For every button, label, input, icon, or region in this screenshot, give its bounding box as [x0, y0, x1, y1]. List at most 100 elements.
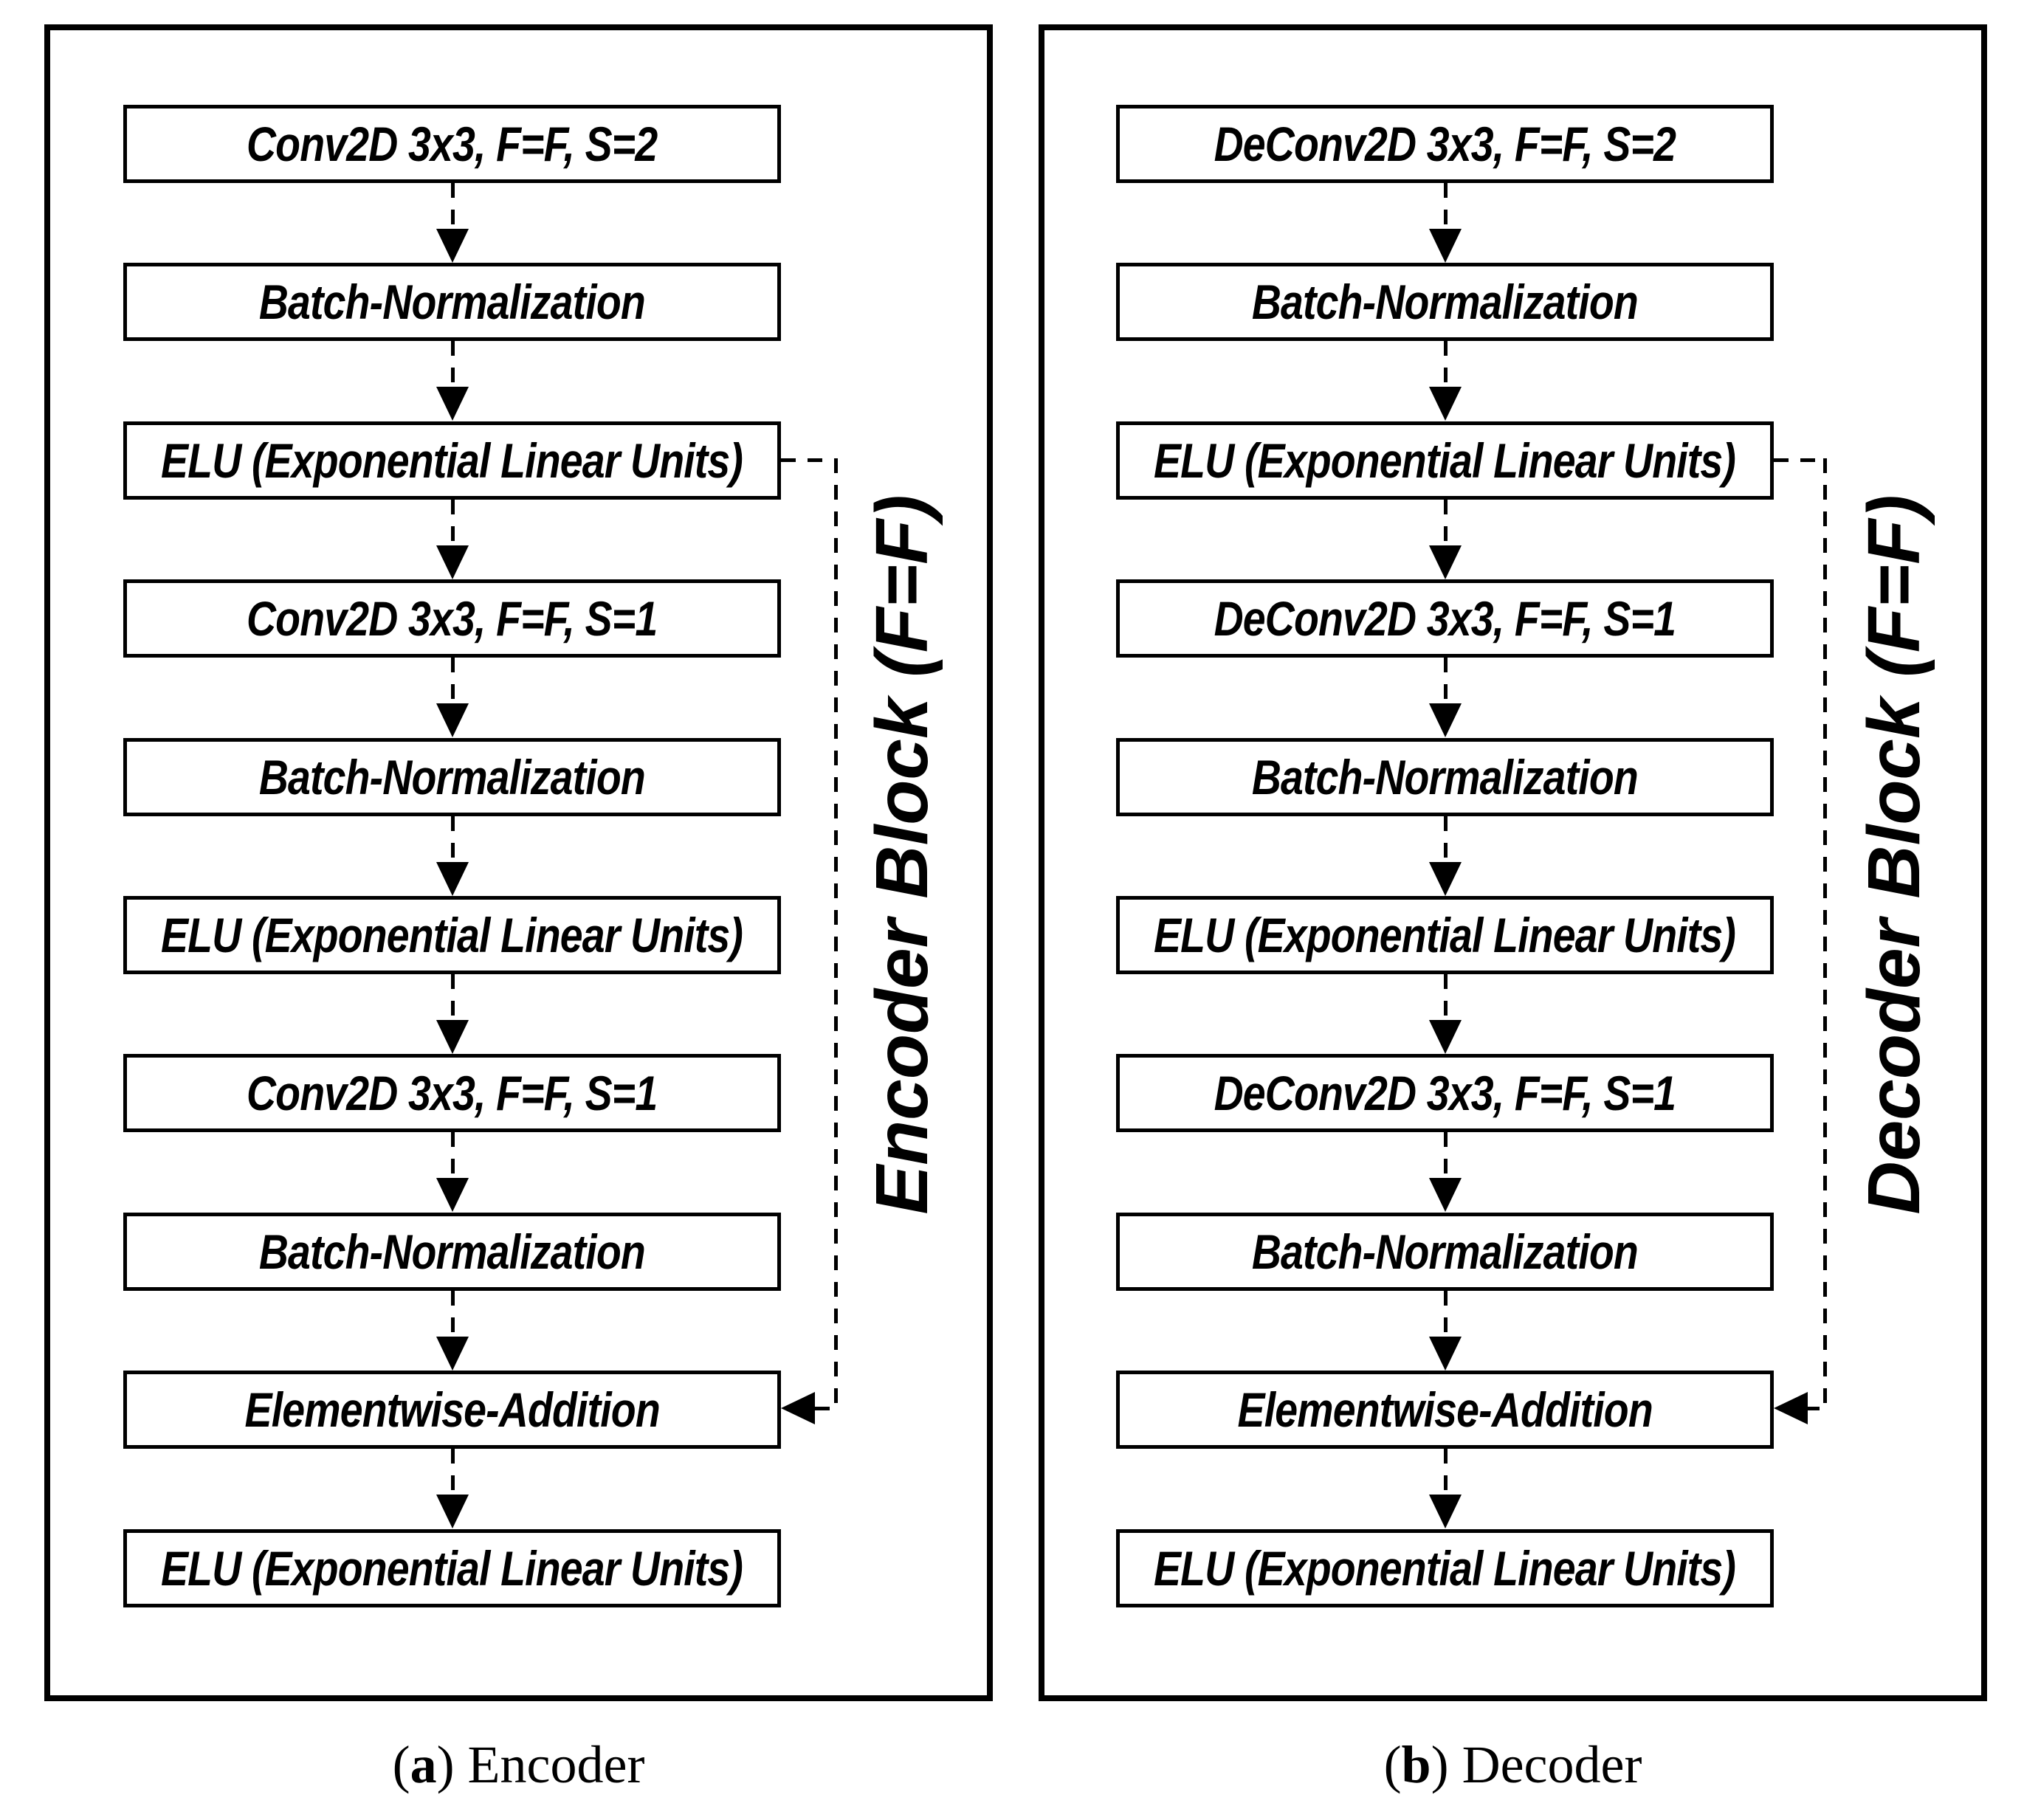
flow-box: Batch-Normalization [123, 263, 781, 341]
arrow-down-icon [1429, 1337, 1462, 1371]
arrow-down-icon [1429, 1020, 1462, 1054]
flow-box: ELU (Exponential Linear Units) [1116, 896, 1774, 974]
flow-box: ELU (Exponential Linear Units) [1116, 421, 1774, 500]
arrow-down-icon [436, 1495, 469, 1528]
flow-arrow [436, 1132, 469, 1212]
arrow-shaft [451, 816, 455, 865]
arrow-down-icon [436, 387, 469, 421]
arrow-down-icon [1429, 387, 1462, 421]
arrow-shaft [1444, 1449, 1448, 1497]
arrow-down-icon [1429, 1495, 1462, 1528]
skip-connection-line [781, 458, 837, 462]
arrow-shaft [451, 500, 455, 548]
flow-arrow [1429, 816, 1462, 896]
arrow-shaft [1444, 816, 1448, 865]
flow-box: Batch-Normalization [1116, 263, 1774, 341]
flow-arrow [436, 658, 469, 737]
flow-box: DeConv2D 3x3, F=F, S=2 [1116, 105, 1774, 183]
flow-box: Conv2D 3x3, F=F, S=1 [123, 579, 781, 658]
arrow-shaft [1444, 974, 1448, 1023]
arrow-shaft [1444, 500, 1448, 548]
flow-box-label: Elementwise-Addition [1237, 1382, 1653, 1437]
arrow-shaft [1444, 1132, 1448, 1181]
arrow-shaft [451, 1132, 455, 1181]
arrow-shaft [1444, 341, 1448, 390]
flow-arrow [1429, 658, 1462, 737]
flow-box-label: ELU (Exponential Linear Units) [1154, 1541, 1737, 1596]
decoder-caption: (b) Decoder [1383, 1735, 1642, 1794]
arrow-left-icon [781, 1392, 815, 1424]
flow-box-label: Batch-Normalization [1251, 1224, 1639, 1279]
arrow-shaft [451, 341, 455, 390]
arrow-down-icon [1429, 862, 1462, 896]
flow-arrow [436, 341, 469, 421]
flow-box-label: Batch-Normalization [1251, 750, 1639, 804]
skip-connection-line [815, 1407, 837, 1410]
flow-arrow [436, 974, 469, 1054]
flow-box: ELU (Exponential Linear Units) [123, 896, 781, 974]
arrow-down-icon [436, 545, 469, 579]
flow-box: Elementwise-Addition [1116, 1371, 1774, 1449]
skip-connection-line [1823, 458, 1827, 1410]
flow-arrow [1429, 1132, 1462, 1212]
flow-arrow [436, 816, 469, 896]
arrow-down-icon [436, 1337, 469, 1371]
flow-box: Batch-Normalization [123, 1213, 781, 1291]
flow-box: Batch-Normalization [1116, 738, 1774, 816]
flow-arrow [436, 500, 469, 579]
flow-box: Conv2D 3x3, F=F, S=2 [123, 105, 781, 183]
caption-letter: b [1401, 1735, 1431, 1794]
arrow-down-icon [436, 1178, 469, 1212]
caption-text: Encoder [467, 1735, 645, 1794]
flow-box: ELU (Exponential Linear Units) [123, 421, 781, 500]
flow-arrow [436, 1449, 469, 1528]
flow-box: ELU (Exponential Linear Units) [1116, 1529, 1774, 1607]
arrow-down-icon [436, 229, 469, 263]
arrow-shaft [451, 1449, 455, 1497]
skip-connection-line [1805, 1407, 1827, 1410]
flow-box-label: ELU (Exponential Linear Units) [161, 908, 744, 962]
arrow-shaft [451, 1291, 455, 1340]
flow-arrow [1429, 341, 1462, 421]
flow-box-label: DeConv2D 3x3, F=F, S=1 [1214, 1066, 1676, 1120]
arrow-shaft [1444, 658, 1448, 706]
arrow-shaft [1444, 183, 1448, 232]
flow-arrow [1429, 183, 1462, 263]
flow-box: Batch-Normalization [123, 738, 781, 816]
flow-box: ELU (Exponential Linear Units) [123, 1529, 781, 1607]
flow-arrow [436, 183, 469, 263]
arrow-shaft [1444, 1291, 1448, 1340]
flow-arrow [1429, 974, 1462, 1054]
flow-box-label: Batch-Normalization [258, 1224, 646, 1279]
arrow-down-icon [436, 1020, 469, 1054]
arrow-down-icon [1429, 229, 1462, 263]
flow-box: Elementwise-Addition [123, 1371, 781, 1449]
flow-arrow [1429, 1291, 1462, 1371]
flow-box-label: Batch-Normalization [258, 275, 646, 329]
flow-arrow [436, 1291, 469, 1371]
flow-box: Batch-Normalization [1116, 1213, 1774, 1291]
skip-connection-line [1774, 458, 1827, 462]
arrow-down-icon [1429, 1178, 1462, 1212]
arrow-shaft [451, 658, 455, 706]
flow-box-label: Batch-Normalization [258, 750, 646, 804]
flow-arrow [1429, 1449, 1462, 1528]
caption-text: Decoder [1462, 1735, 1642, 1794]
flow-box: DeConv2D 3x3, F=F, S=1 [1116, 579, 1774, 658]
flow-box-label: Conv2D 3x3, F=F, S=2 [247, 117, 658, 171]
arrow-left-icon [1774, 1392, 1808, 1424]
flow-box-label: ELU (Exponential Linear Units) [161, 1541, 744, 1596]
flow-box-label: Conv2D 3x3, F=F, S=1 [247, 591, 658, 646]
flow-arrow [1429, 500, 1462, 579]
flow-box: DeConv2D 3x3, F=F, S=1 [1116, 1054, 1774, 1132]
flow-box-label: DeConv2D 3x3, F=F, S=1 [1214, 591, 1676, 646]
arrow-down-icon [1429, 545, 1462, 579]
arrow-shaft [451, 183, 455, 232]
flow-box-label: ELU (Exponential Linear Units) [1154, 433, 1737, 488]
arrow-down-icon [436, 703, 469, 737]
flow-box-label: Batch-Normalization [1251, 275, 1639, 329]
flow-box: Conv2D 3x3, F=F, S=1 [123, 1054, 781, 1132]
caption-letter: a [410, 1735, 437, 1794]
encoder-caption: (a) Encoder [392, 1735, 645, 1794]
